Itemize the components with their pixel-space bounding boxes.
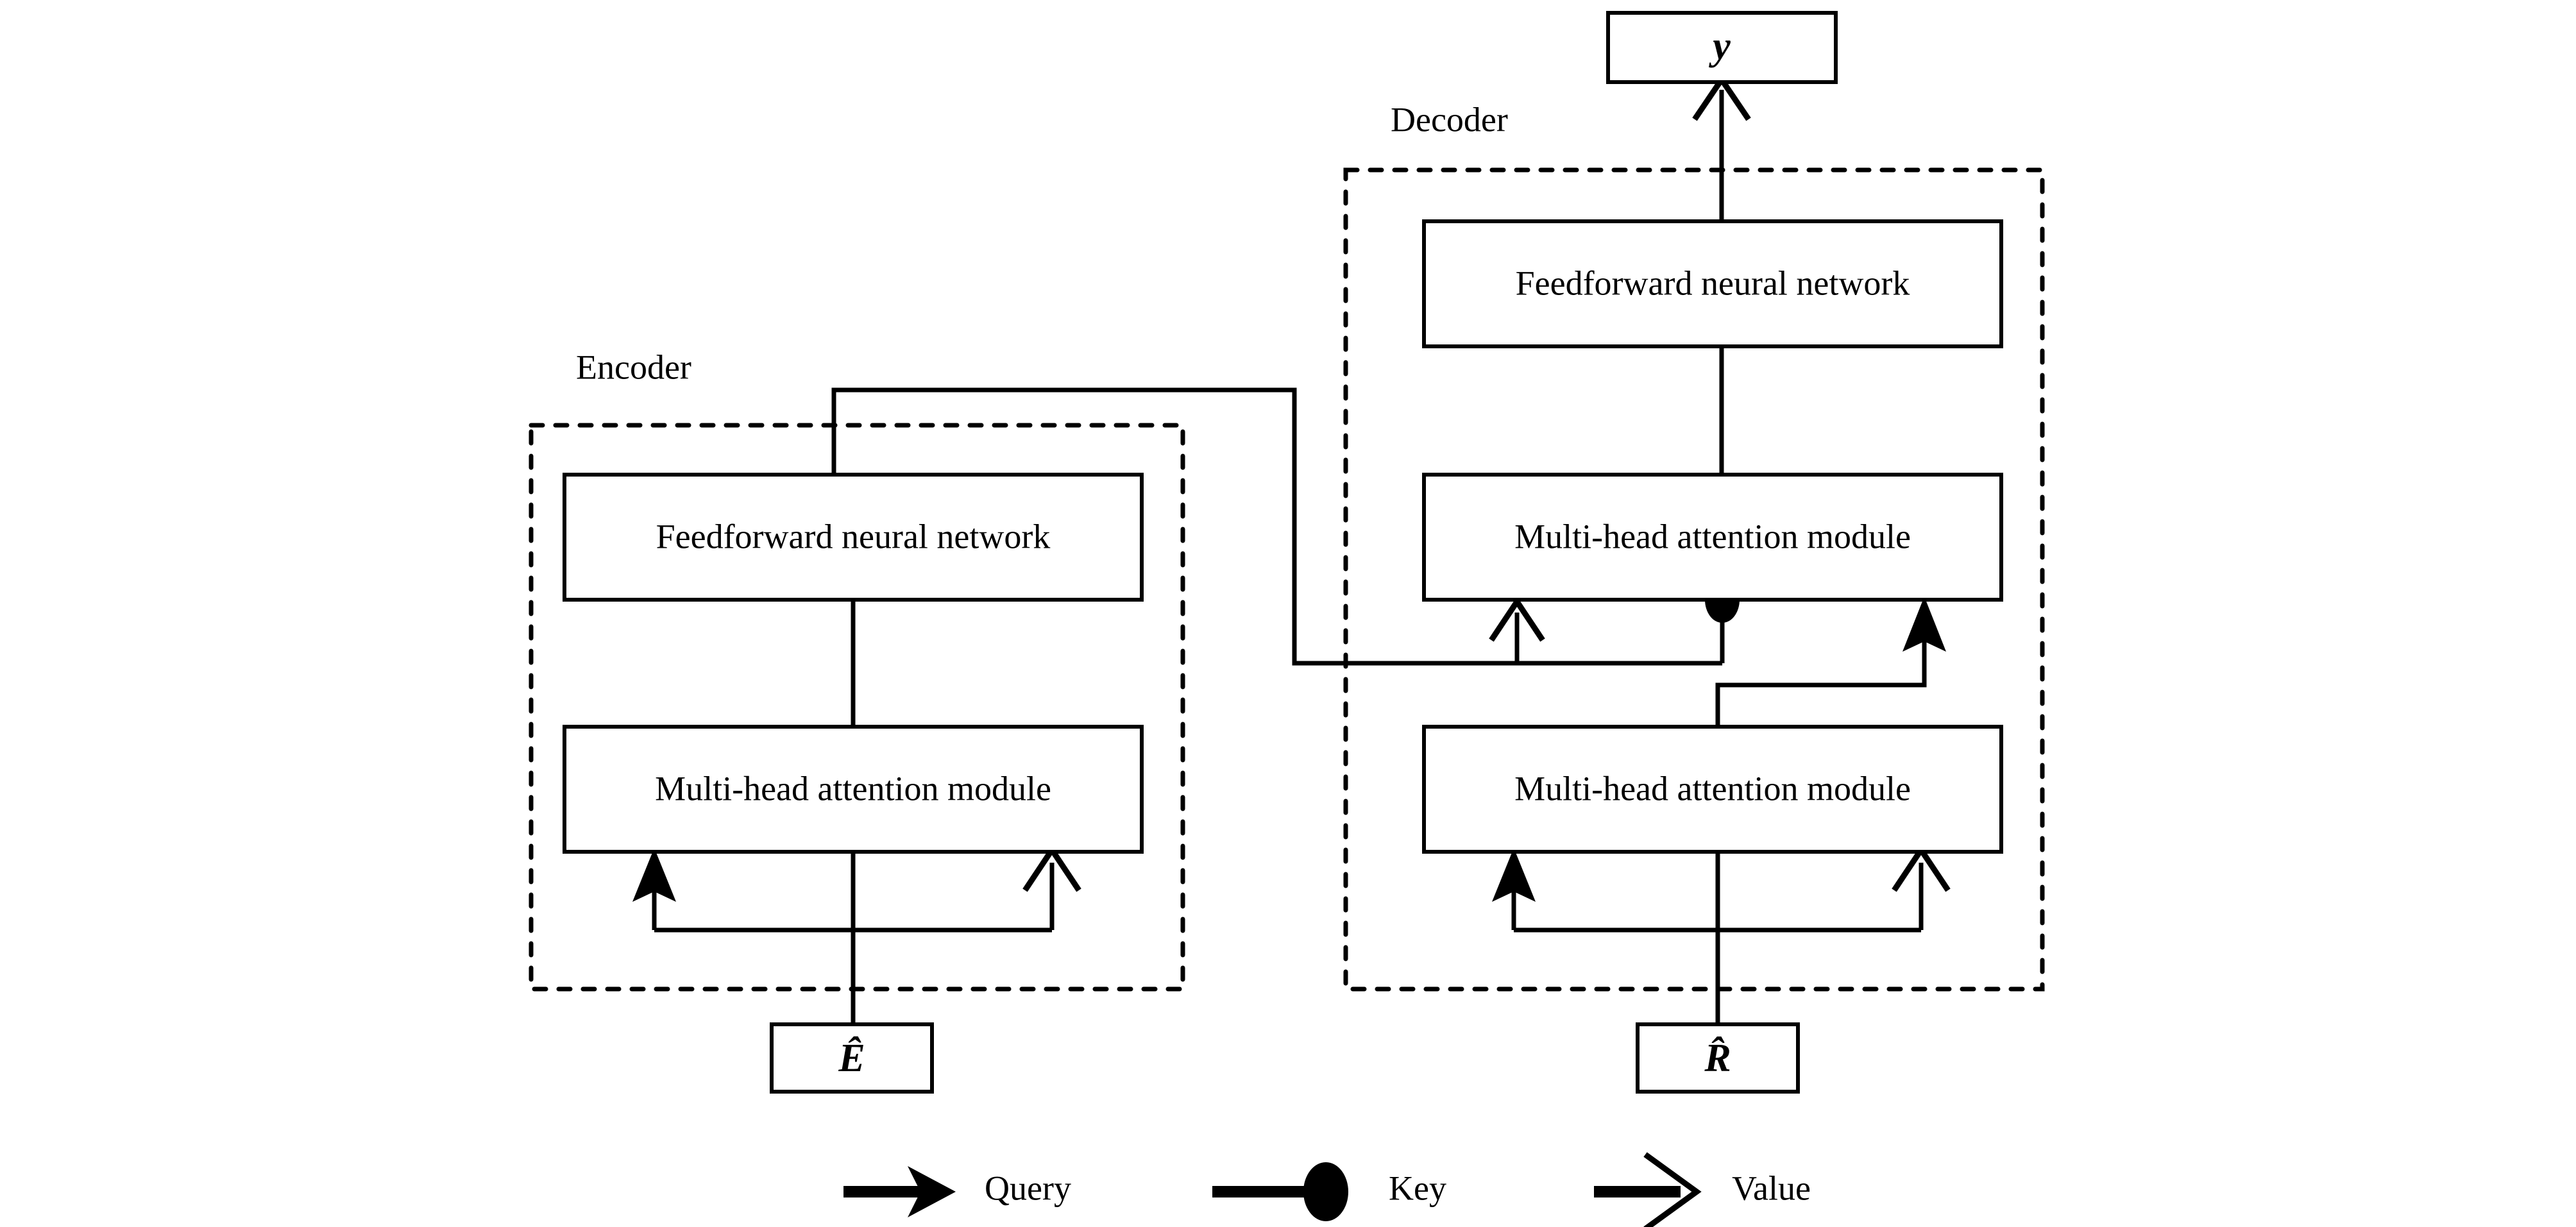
io-decoder-input[interactable]: R̂	[1636, 1022, 1800, 1094]
legend-item-query: Query	[843, 1166, 1071, 1217]
decoder-self-mha-label: Multi-head attention module	[1514, 769, 1911, 808]
legend-item-key: Key	[1212, 1162, 1446, 1221]
block-decoder-ffn[interactable]: Feedforward neural network	[1422, 219, 2003, 348]
block-decoder-self-mha[interactable]: Multi-head attention module	[1422, 725, 2003, 854]
encoder-dashed-border	[529, 423, 1185, 992]
decoder-group: Decoder	[1343, 100, 2045, 992]
connector-decoder-cross-query	[1715, 597, 1946, 727]
encoder-ffn-label: Feedforward neural network	[656, 517, 1051, 555]
legend-value-label: Value	[1732, 1169, 1811, 1207]
legend-value-arrowhead	[1643, 1152, 1702, 1227]
encoder-mha-label: Multi-head attention module	[655, 769, 1051, 808]
encoder-mha-rect	[563, 725, 1144, 854]
legend-query-label: Query	[985, 1169, 1071, 1207]
decoder-group-label: Decoder	[1391, 100, 1508, 139]
connector-decoder-ffn-to-output	[1692, 74, 1751, 221]
decoder-self-mha-rect	[1422, 725, 2003, 854]
block-encoder-ffn[interactable]: Feedforward neural network	[563, 473, 1144, 602]
encoder-group-label: Encoder	[576, 348, 691, 386]
decoder-cross-mha-label: Multi-head attention module	[1514, 517, 1911, 555]
decoder-input-label: R̂	[1704, 1037, 1731, 1080]
legend-query-arrowhead	[908, 1166, 956, 1217]
decoder-ffn-rect	[1422, 219, 2003, 348]
legend-key-dot	[1303, 1162, 1348, 1221]
legend-key-label: Key	[1389, 1169, 1446, 1207]
decoder-ffn-label: Feedforward neural network	[1516, 264, 1910, 302]
block-encoder-mha[interactable]: Multi-head attention module	[563, 725, 1144, 854]
output-rect	[1606, 11, 1838, 84]
legend: Query Key Value	[843, 1152, 1811, 1227]
decoder-cross-mha-rect	[1422, 473, 2003, 602]
arrowhead-query-decoder-cross	[1902, 597, 1946, 652]
legend-item-value: Value	[1594, 1152, 1811, 1227]
connector-encoder-to-decoder	[831, 387, 1722, 666]
encoder-input-label: Ê	[838, 1037, 865, 1080]
encoder-ffn-rect	[563, 473, 1144, 602]
connector-decoder-cross-value	[1489, 596, 1545, 663]
encoder-input-rect	[770, 1022, 934, 1094]
io-output[interactable]: y	[1606, 11, 1838, 84]
arrowhead-query-decoder-self	[1492, 848, 1536, 902]
decoder-dashed-border	[1343, 167, 2045, 992]
io-encoder-input[interactable]: Ê	[770, 1022, 934, 1094]
arrowhead-query-encoder	[632, 848, 676, 902]
decoder-input-rect	[1636, 1022, 1800, 1094]
encoder-group: Encoder	[529, 348, 1185, 992]
block-decoder-cross-mha[interactable]: Multi-head attention module	[1422, 473, 2003, 602]
connector-encoder-qv-bus	[632, 844, 1081, 933]
